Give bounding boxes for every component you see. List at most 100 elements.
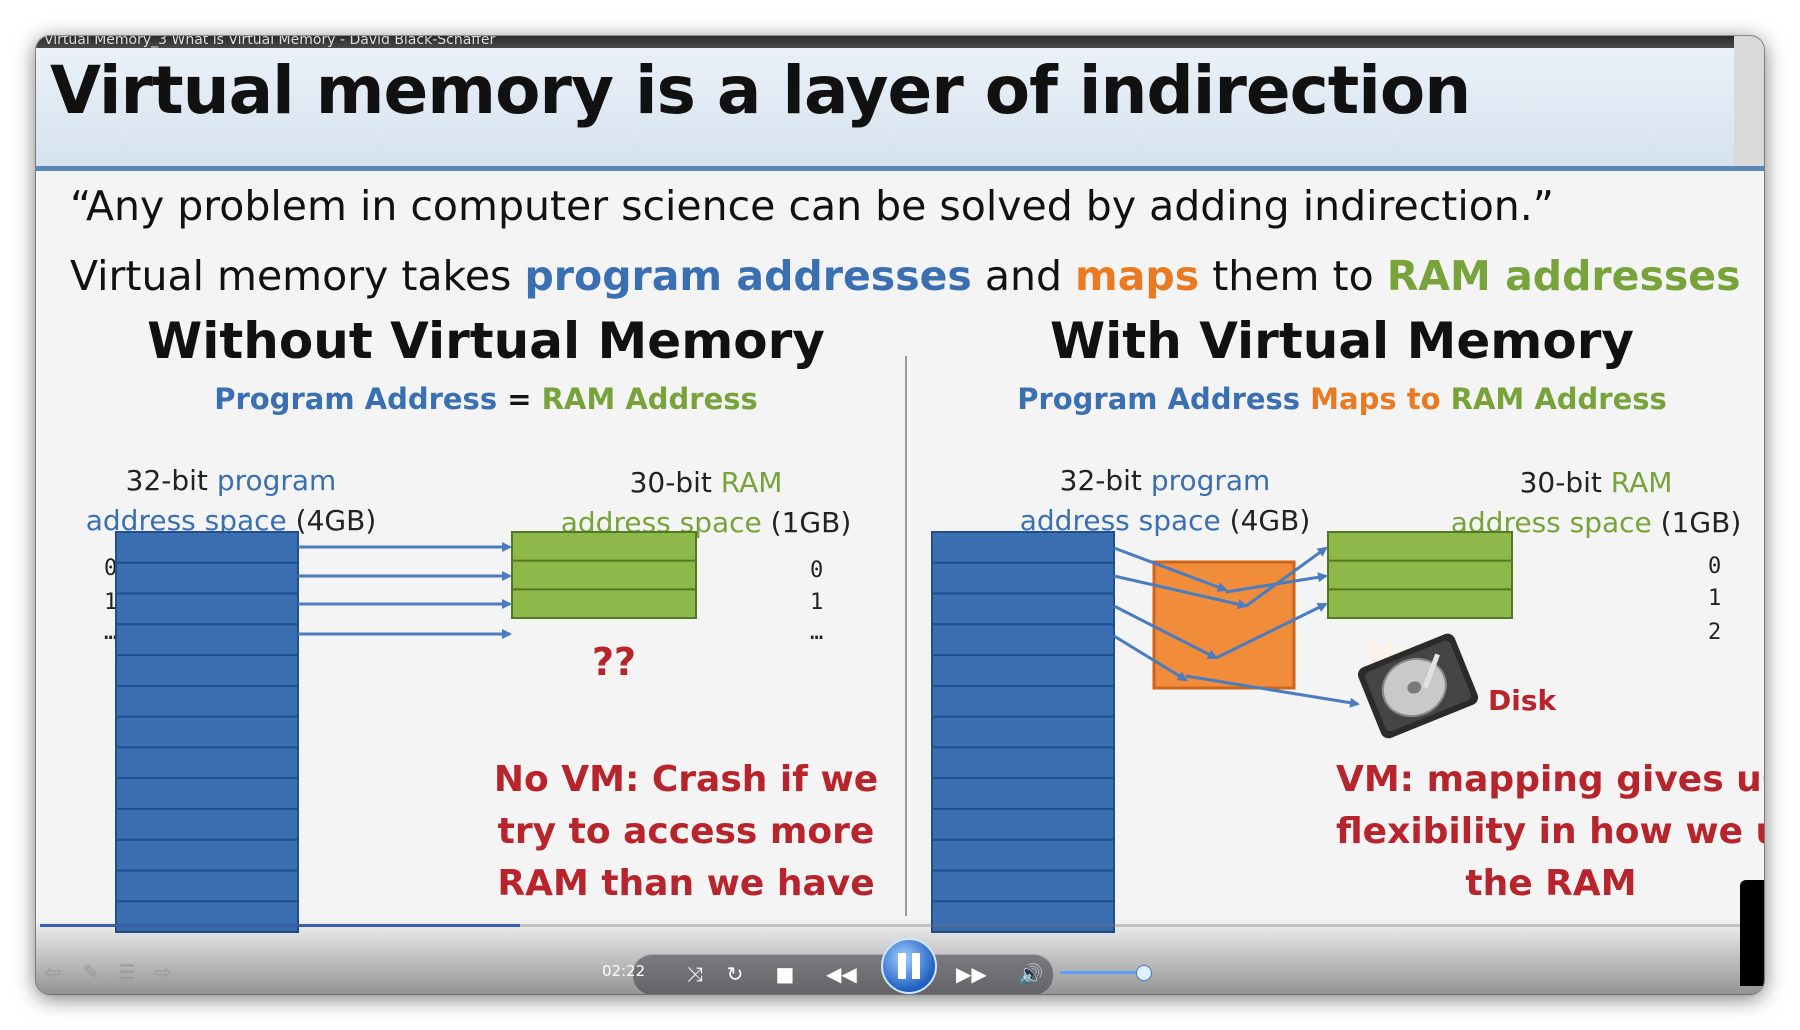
summary-part: them to [1199,252,1387,300]
mapping-arrow [1215,602,1328,660]
mapping-arrow [1245,546,1328,608]
left-prog-index-0: 0 [104,556,118,581]
ram-block-outline [1327,531,1513,619]
right-caption-line3: the RAM [1465,863,1637,904]
summary-part: Virtual memory takes [70,252,525,300]
back-icon[interactable]: ⇦ [44,960,62,984]
left-ram-label-line1: 30-bit RAM [556,466,856,499]
column-divider [905,356,907,916]
label-part: program [1150,464,1271,497]
label-part: 30-bit [629,466,721,499]
sub-program-address: Program Address [1017,382,1301,416]
label-part: RAM [1610,466,1673,499]
program-block-outline [931,531,1115,933]
sub-maps-to: Maps to [1300,382,1451,416]
right-caption-line2: flexibility in how we use [1336,811,1764,852]
program-addresses-text: program addresses [524,252,972,300]
left-prog-index-more: … [104,620,118,645]
hard-disk-icon [1357,633,1479,739]
volume-fill [1060,971,1138,974]
right-ram-label-line2: address space (1GB) [1446,506,1746,539]
unknown-address-marker: ?? [592,640,637,684]
left-prog-index-1: 1 [104,590,118,615]
mapping-arrow [1113,634,1188,682]
label-part: (4GB) [286,504,377,537]
forward-icon[interactable]: ⇨ [154,960,172,984]
right-mapping-arrows [1113,546,1360,708]
left-program-label-line1: 32-bit program [76,464,386,497]
previous-icon[interactable]: ◀◀ [826,962,857,986]
label-part: (4GB) [1220,504,1311,537]
sub-program-address: Program Address [214,382,498,416]
maps-text: maps [1075,252,1200,300]
right-program-label-line1: 32-bit program [1010,464,1320,497]
disk-label: Disk [1488,684,1557,717]
left-direct-arrows [298,542,512,639]
mapping-arrow [1185,674,1360,708]
program-block-outline [115,531,299,933]
elapsed-time: 02:22 [602,962,646,980]
seek-bar-fill [40,924,520,927]
summary-line: Virtual memory takes program addresses a… [70,252,1740,300]
window-title: Virtual Memory_3 What is Virtual Memory … [44,36,496,48]
header-edge [1734,36,1764,166]
right-ram-index-1: 1 [1708,586,1722,611]
label-part: program [216,464,337,497]
left-ram-address-space [511,531,697,619]
map-box [1152,560,1296,690]
ram-addresses-text: RAM addresses [1386,252,1741,300]
summary-part: and [971,252,1076,300]
pause-button[interactable] [881,938,937,994]
label-part: 32-bit [125,464,217,497]
right-ram-address-space [1327,531,1513,619]
left-caption-line3: RAM than we have [497,863,875,904]
media-player-window: Virtual Memory_3 What is Virtual Memory … [36,36,1764,994]
label-part: RAM [720,466,783,499]
volume-knob[interactable] [1136,965,1152,981]
label-part: (1GB) [1651,506,1742,539]
stop-icon[interactable]: ■ [775,962,795,986]
left-heading: Without Virtual Memory [147,312,825,370]
left-subheading: Program Address = RAM Address [76,382,896,416]
pause-icon [898,953,906,979]
label-part: (1GB) [761,506,852,539]
right-ram-index-2: 2 [1708,620,1722,645]
title-rule [36,166,1764,171]
right-heading: With Virtual Memory [1050,312,1634,370]
shuffle-icon[interactable]: ⤨ [687,962,703,986]
left-ram-index-0: 0 [810,558,824,583]
sub-equals: = [497,382,542,416]
mapping-arrow [1113,546,1228,592]
left-caption-line2: try to access more [497,811,875,852]
label-part: 32-bit [1059,464,1151,497]
ram-block-outline [511,531,697,619]
pause-icon [912,953,920,979]
mapping-arrow [1113,574,1248,610]
right-program-address-space [931,531,1115,933]
left-ram-index-1: 1 [810,590,824,615]
sub-ram-address: RAM Address [1450,382,1667,416]
side-panel-edge [1740,880,1764,986]
volume-icon[interactable]: 🔊 [1018,962,1044,986]
next-icon[interactable]: ▶▶ [956,962,987,986]
repeat-icon[interactable]: ↻ [726,962,744,986]
left-ram-index-more: … [810,620,824,645]
pencil-icon[interactable]: ✎ [82,960,100,984]
sub-ram-address: RAM Address [541,382,758,416]
left-caption-line1: No VM: Crash if we [493,759,879,800]
volume-slider[interactable] [1060,971,1148,974]
list-icon[interactable]: ☰ [118,960,136,984]
control-pill [632,954,1054,994]
slide-title: Virtual memory is a layer of indirection [50,52,1471,129]
memory-diagram [115,531,1513,933]
slide-header: Virtual memory is a layer of indirection [36,48,1734,166]
seek-bar[interactable] [40,924,1764,927]
right-ram-label-line1: 30-bit RAM [1446,466,1746,499]
window-title-bar: Virtual Memory_3 What is Virtual Memory … [36,36,1764,48]
right-ram-index-0: 0 [1708,554,1722,579]
right-caption-line1: VM: mapping gives us [1336,759,1764,800]
label-part: 30-bit [1519,466,1611,499]
right-subheading: Program Address Maps to RAM Address [932,382,1752,416]
quote-text: “Any problem in computer science can be … [70,182,1555,230]
mapping-arrow [1113,604,1218,660]
